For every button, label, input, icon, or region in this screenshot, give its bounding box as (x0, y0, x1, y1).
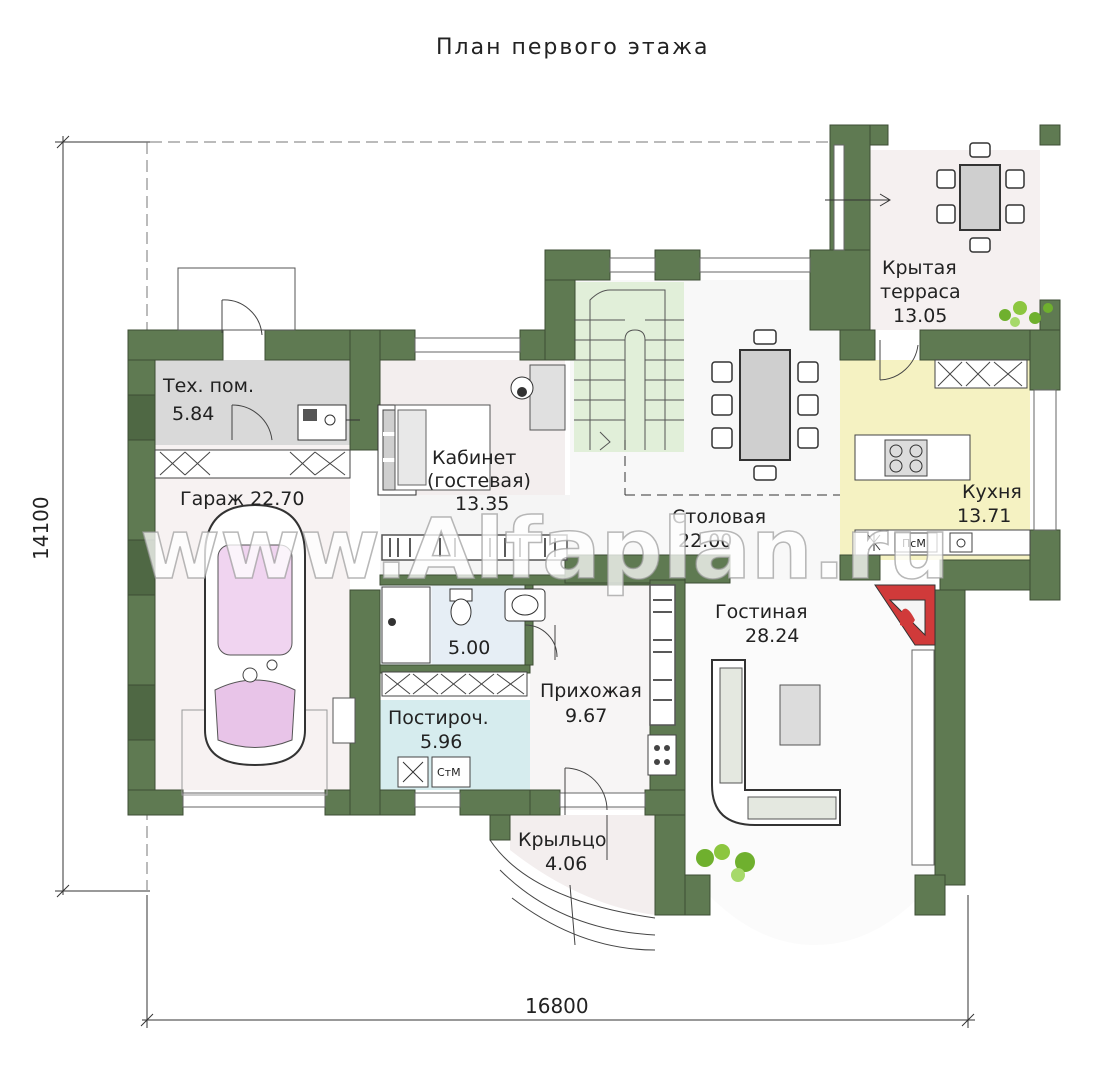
porch-area: 4.06 (545, 853, 587, 875)
terrace-arrow (825, 193, 891, 207)
terrace-table-icon (936, 142, 1025, 253)
bay-fill (695, 880, 935, 945)
car-icon (204, 503, 306, 767)
laundry-area: 5.96 (420, 731, 462, 753)
porch-steps (489, 839, 656, 951)
office-name: Кабинет (432, 447, 516, 469)
kitchen-area: 13.71 (957, 505, 1011, 527)
terrace-door (879, 340, 919, 381)
terrace-name-line2: терраса (880, 281, 961, 303)
living-name: Гостиная (715, 601, 808, 623)
watermark: www.Alfaplan.ru (140, 500, 950, 598)
dining-area: 22.00 (678, 530, 732, 552)
entry-door (564, 767, 608, 860)
laundry-name: Постироч. (388, 707, 489, 729)
hall-wardrobe (649, 584, 676, 726)
shoe-cabinet-icon (647, 734, 677, 776)
kitchen-island-icon (854, 434, 971, 481)
terrace-area: 13.05 (893, 305, 947, 327)
dimension-width: 16800 (525, 994, 589, 1018)
desk-icon (510, 364, 566, 431)
kitchen-cabinets (934, 359, 1028, 389)
stairs-fill (574, 282, 684, 452)
wardrobe-hangers (381, 534, 568, 561)
terrace-plant-icon (999, 301, 1053, 327)
hall-name: Прихожая (540, 680, 642, 702)
dining-table-icon (711, 329, 819, 481)
porch-name: Крыльцо (518, 829, 606, 851)
living-area: 28.24 (745, 625, 799, 647)
windows (182, 144, 1057, 866)
garage (154, 267, 356, 796)
kitchen-name: Кухня (962, 481, 1022, 503)
dining-name: Столовая (672, 506, 766, 528)
office-area: 13.35 (455, 493, 509, 515)
office-subtitle: (гостевая) (427, 470, 531, 492)
dimension-height: 14100 (29, 496, 53, 560)
living-plant-icon (696, 844, 755, 882)
garage-label: Гараж 22.70 (180, 488, 304, 510)
tech-door (231, 404, 273, 441)
fireplace-icon (874, 584, 936, 646)
plan-title: План первого этажа (436, 35, 709, 60)
corner-sofa-icon (711, 659, 841, 826)
kitchen-counter (854, 529, 1031, 556)
coffee-table-icon (779, 684, 821, 746)
dishwasher-label: ПсМ (902, 537, 926, 550)
staircase (574, 289, 684, 451)
tech-room-area: 5.84 (172, 403, 214, 425)
garage-door-swing (221, 299, 263, 336)
bathroom-fixtures (381, 586, 558, 664)
laundry-fixtures (381, 671, 528, 788)
office-bed-icon (394, 404, 491, 491)
porch-fill (510, 815, 655, 915)
washer-label: СтМ (437, 766, 461, 779)
terrace-name-line1: Крытая (882, 257, 957, 279)
boiler-icon (297, 404, 360, 441)
tech-room-name: Тех. пом. (162, 375, 254, 397)
hall-area: 9.67 (565, 705, 607, 727)
bath-area: 5.00 (448, 637, 490, 659)
